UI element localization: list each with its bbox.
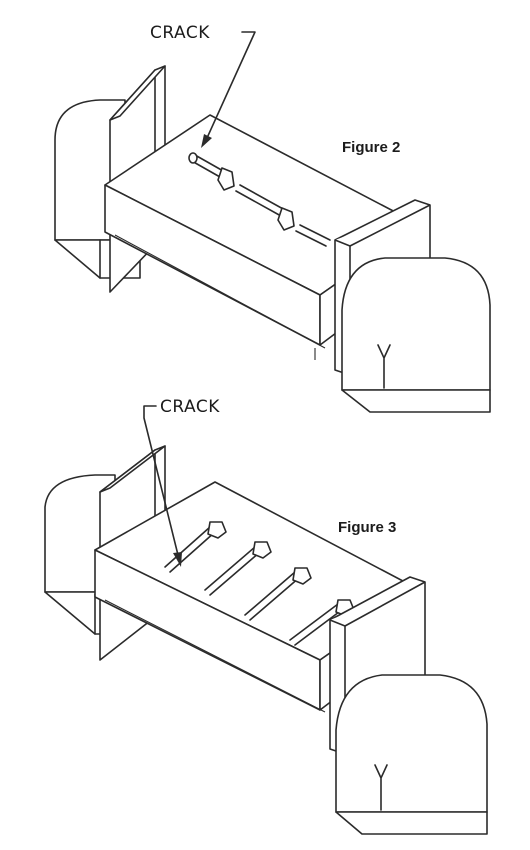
bolt-row [188,152,331,247]
crack-callout: CRACK [150,23,256,148]
right-support-block [335,674,488,835]
crack-label: CRACK [150,23,210,43]
crack-callout: CRACK [143,397,220,567]
bolt-set [164,521,355,646]
figure-caption: Figure 3 [338,519,396,536]
figure-3: CRACK Figure 3 [44,397,488,835]
right-support-block [341,257,491,413]
figure-caption: Figure 2 [342,139,400,156]
figure-2: CRACK Figure 2 [54,23,491,413]
crack-label: CRACK [160,397,220,417]
